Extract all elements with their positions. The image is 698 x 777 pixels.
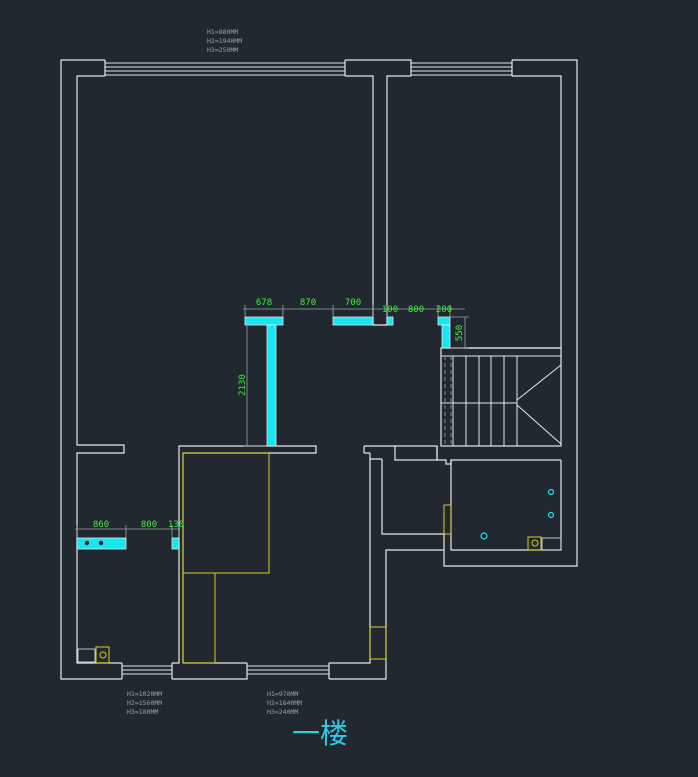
- note-br-h2: H2=1840MM: [267, 699, 302, 707]
- dim-label: 130: [168, 520, 184, 530]
- note-bl-h3: H3=180MM: [127, 708, 158, 716]
- dim-label: 860: [93, 520, 109, 530]
- toilet-icon: [527, 536, 542, 551]
- new-wall-segment: [266, 324, 277, 447]
- note-top-h3: H3=250MM: [207, 46, 238, 54]
- dim-label: 700: [345, 298, 361, 308]
- note-top-h1: H1=880MM: [207, 28, 238, 36]
- window-note-bottom-right: H1=970MM H2=1840MM H3=240MM: [267, 690, 302, 716]
- new-wall-segment: [244, 316, 284, 326]
- new-wall-segment: [332, 316, 374, 326]
- dim-label: 800: [408, 305, 424, 315]
- door-swing: [443, 504, 452, 535]
- dimension-labels: 678 870 700 100 800 200 2130 550 860 800…: [93, 298, 465, 530]
- drain-icon: [480, 532, 488, 540]
- new-wall-segment: [441, 324, 451, 349]
- drain-icon: [547, 511, 555, 519]
- note-bl-h2: H2=1560MM: [127, 699, 162, 707]
- dim-label-vertical: 550: [455, 325, 465, 341]
- note-br-h1: H1=970MM: [267, 690, 298, 698]
- new-wall-segment: [171, 537, 180, 550]
- sink-icon: [77, 648, 96, 663]
- outer-walls: [60, 59, 578, 680]
- note-top-h2: H2=1940MM: [207, 37, 242, 45]
- cabinet: [182, 572, 216, 664]
- dimension-lines: [75, 305, 469, 538]
- furniture: [77, 452, 387, 664]
- drain-icon: [547, 488, 555, 496]
- window-note-top: H1=880MM H2=1940MM H3=250MM: [207, 28, 242, 54]
- utility-room: [381, 459, 562, 551]
- dim-label: 870: [300, 298, 316, 308]
- note-br-h3: H3=240MM: [267, 708, 298, 716]
- dim-label: 200: [436, 305, 452, 315]
- new-wall-segment: [386, 316, 394, 326]
- sink-icon: [541, 537, 562, 551]
- dim-label-vertical: 2130: [238, 374, 248, 396]
- toilet-icon: [95, 646, 110, 664]
- staircase: [394, 347, 562, 465]
- dim-label: 100: [382, 305, 398, 315]
- cabinet: [182, 452, 270, 574]
- new-wall-segment: [437, 316, 451, 326]
- note-bl-h1: H1=1020MM: [127, 690, 162, 698]
- new-walls: [76, 316, 451, 550]
- window-note-bottom-left: H1=1020MM H2=1560MM H3=180MM: [127, 690, 162, 716]
- floor-title: 一楼: [292, 717, 348, 750]
- dim-label: 678: [256, 298, 272, 308]
- cabinet: [369, 626, 387, 660]
- dim-label: 800: [141, 520, 157, 530]
